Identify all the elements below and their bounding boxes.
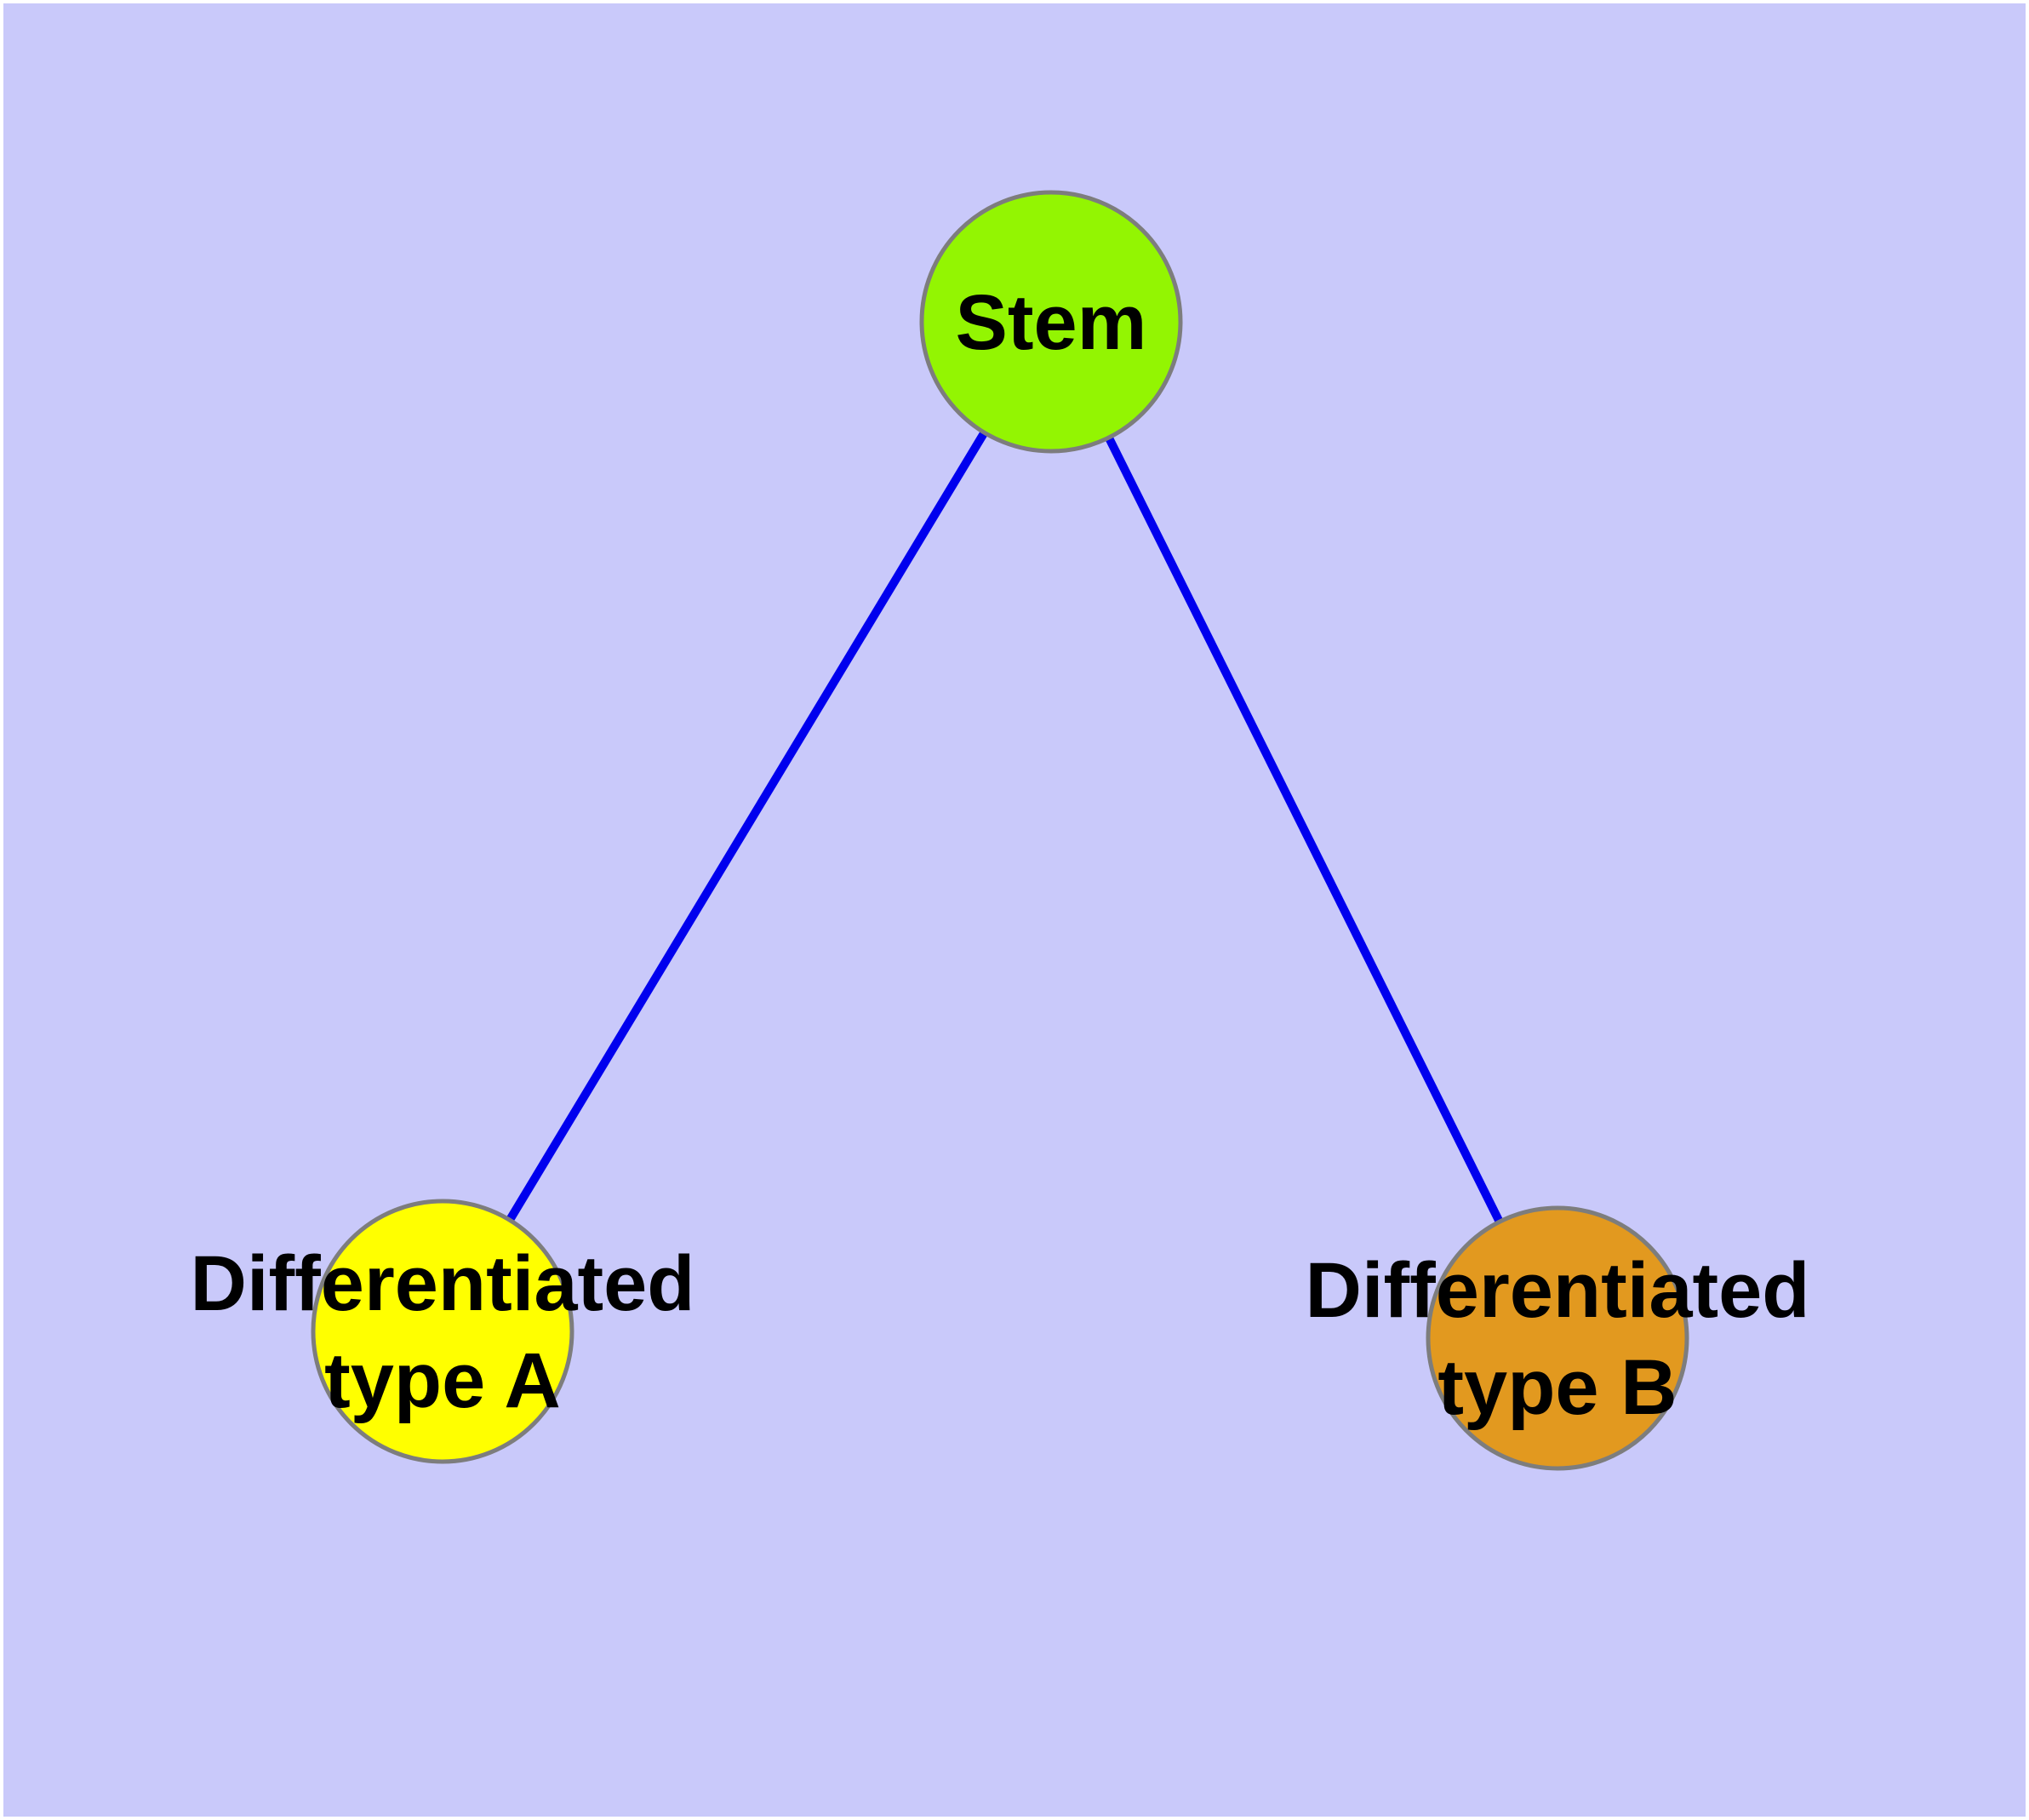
node-differentiated-type-a: Differentiated type A bbox=[191, 1199, 695, 1464]
differentiated-type-a-label-line: type A bbox=[324, 1337, 561, 1424]
differentiated-type-a-label-line: Differentiated bbox=[191, 1240, 695, 1327]
differentiated-type-b-circle bbox=[1426, 1205, 1689, 1471]
edges-layer bbox=[438, 319, 1562, 1341]
differentiated-type-a-label: Differentiated type A bbox=[191, 1240, 695, 1424]
stem-label: Stem bbox=[956, 279, 1147, 366]
differentiated-type-b-label-line: Differentiated bbox=[1306, 1247, 1810, 1334]
node-differentiated-type-b: Differentiated type B bbox=[1306, 1205, 1810, 1471]
stem-circle bbox=[919, 190, 1183, 454]
differentiated-type-b-label: Differentiated type B bbox=[1306, 1247, 1810, 1431]
edge-stem-to-type-a bbox=[438, 319, 1055, 1334]
edge-stem-to-type-b bbox=[1047, 319, 1562, 1341]
differentiated-type-a-circle bbox=[311, 1199, 574, 1464]
differentiated-type-b-label-line: type B bbox=[1437, 1344, 1677, 1431]
stem-label-line: Stem bbox=[956, 279, 1147, 366]
node-stem: Stem bbox=[919, 190, 1183, 454]
